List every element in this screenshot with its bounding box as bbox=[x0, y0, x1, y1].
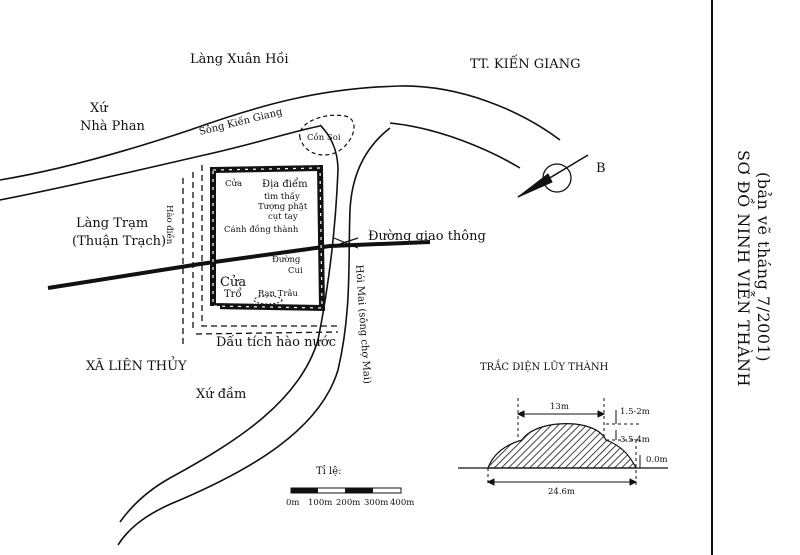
profile-base-width: 24.6m bbox=[548, 487, 575, 497]
label-duong-giao-thong: Đường giao thông bbox=[368, 229, 486, 244]
scale-label: Tỉ lệ: bbox=[316, 466, 342, 477]
profile-top-width: 13m bbox=[550, 402, 569, 412]
hao-dien-moat bbox=[182, 172, 194, 345]
label-dia-diem-1: Địa điểm bbox=[262, 178, 308, 190]
label-cua-top: Cửa bbox=[225, 178, 242, 189]
label-thuan-trach: (Thuận Trạch) bbox=[72, 234, 166, 249]
scale-bar: Tỉ lệ: 0m 100m 200m 300m 400m bbox=[286, 466, 414, 508]
label-ran-trau: Rạn Trâu bbox=[258, 288, 298, 299]
map-title: SƠ ĐỒ NINH VIỄN THÀNH bbox=[734, 150, 756, 387]
label-xu: Xứ bbox=[90, 101, 108, 116]
label-xa-lien-thuy: XÃ LIÊN THỦY bbox=[86, 356, 187, 374]
label-hoi-mai: Hói Mai (sông chợ Mai) bbox=[353, 264, 372, 384]
label-dau-tich-hao-nuoc: Dấu tích hào nước bbox=[216, 334, 336, 350]
label-xu-dam: Xứ đầm bbox=[196, 386, 246, 402]
scale-tick-3: 300m bbox=[364, 498, 388, 508]
scale-tick-2: 200m bbox=[336, 498, 360, 508]
label-dia-diem-2: tìm thấy bbox=[264, 191, 300, 202]
label-hao-dien: Hào điền bbox=[164, 205, 175, 245]
con-soi-island bbox=[299, 114, 355, 156]
citadel-walls bbox=[206, 164, 326, 312]
north-label: B bbox=[596, 161, 606, 176]
hoi-mai-stream bbox=[117, 124, 391, 546]
north-arrow-icon bbox=[517, 154, 589, 198]
profile-h1: 1.5-2m bbox=[620, 407, 650, 417]
label-canh-dong-thanh: Cánh đồng thành bbox=[224, 224, 299, 235]
label-lang-tram: Làng Trạm bbox=[76, 216, 148, 231]
map-subtitle: (bản vẽ tháng 7/2001) bbox=[754, 172, 773, 362]
rampart-mound bbox=[487, 423, 637, 469]
scale-tick-0: 0m bbox=[286, 498, 299, 508]
scale-tick-1: 100m bbox=[308, 498, 332, 508]
profile-h0: 0.0m bbox=[646, 455, 668, 465]
label-tt-kien-giang: TT. KIẾN GIANG bbox=[470, 54, 580, 72]
kien-giang-river bbox=[0, 85, 561, 201]
scale-tick-4: 400m bbox=[390, 498, 414, 508]
label-nha-phan: Nhà Phan bbox=[80, 119, 146, 134]
label-lang-xuan-hoi: Làng Xuân Hồi bbox=[190, 51, 289, 67]
label-duong-cui-2: Cui bbox=[288, 266, 303, 276]
rampart-profile: TRẮC DIỆN LŨY THÀNH 13m 1.5-2m 3.5-4m 0.… bbox=[458, 360, 668, 497]
label-cua-tro-2: Trổ bbox=[224, 288, 242, 300]
label-con-soi: Cồn Soi bbox=[307, 132, 341, 143]
profile-title: TRẮC DIỆN LŨY THÀNH bbox=[480, 360, 609, 373]
label-duong-cui-1: Đường bbox=[272, 254, 301, 265]
label-dia-diem-3: Tượng phật bbox=[258, 201, 308, 212]
label-cua-tro-1: Cửa bbox=[220, 275, 246, 290]
road bbox=[47, 237, 431, 290]
outer-moat bbox=[195, 165, 340, 335]
profile-h2: 3.5-4m bbox=[620, 435, 650, 445]
label-dia-diem-4: cụt tay bbox=[268, 212, 298, 222]
